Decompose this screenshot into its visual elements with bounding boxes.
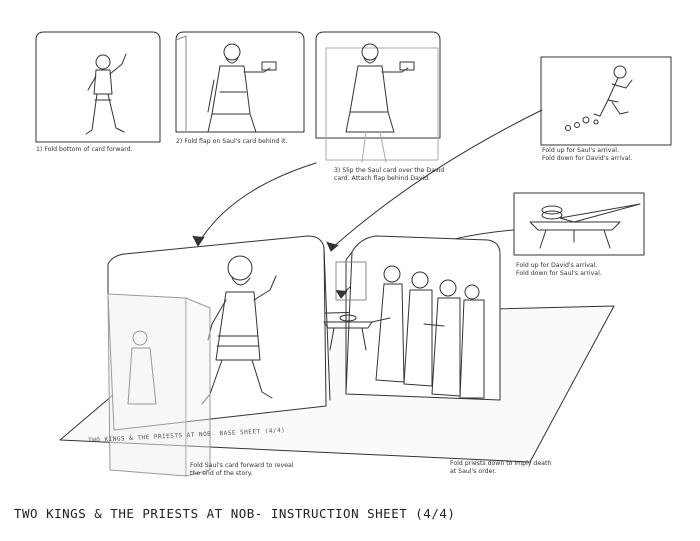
step2-card bbox=[175, 31, 305, 133]
page-title: TWO KINGS & THE PRIESTS AT NOB- INSTRUCT… bbox=[14, 506, 456, 521]
step2-note: 2) Fold flap on Saul's card behind it. bbox=[176, 138, 288, 145]
fold-priests-note: Fold priests down to imply death at Saul… bbox=[450, 460, 552, 475]
running-card bbox=[540, 56, 672, 146]
table-card bbox=[513, 192, 645, 256]
arrow-to-base-middle bbox=[331, 109, 543, 249]
step1-card bbox=[35, 31, 161, 143]
priests-card bbox=[345, 235, 501, 401]
step1-note: 1) Fold bottom of card forward. bbox=[36, 146, 133, 153]
table-card-note: Fold up for David's arrival. Fold down f… bbox=[516, 262, 602, 277]
arrow-to-base-left bbox=[197, 162, 317, 245]
table-on-base bbox=[323, 314, 373, 351]
step3-note: 3) Slip the Saul card over the David car… bbox=[334, 167, 445, 182]
fold-saul-note: Fold Saul's card forward to reveal the e… bbox=[190, 462, 294, 477]
running-card-note: Fold up for Saul's arrival. Fold down fo… bbox=[542, 147, 633, 162]
step3-card bbox=[315, 31, 441, 163]
table-slot bbox=[335, 261, 367, 301]
saul-fold-card bbox=[107, 293, 211, 477]
